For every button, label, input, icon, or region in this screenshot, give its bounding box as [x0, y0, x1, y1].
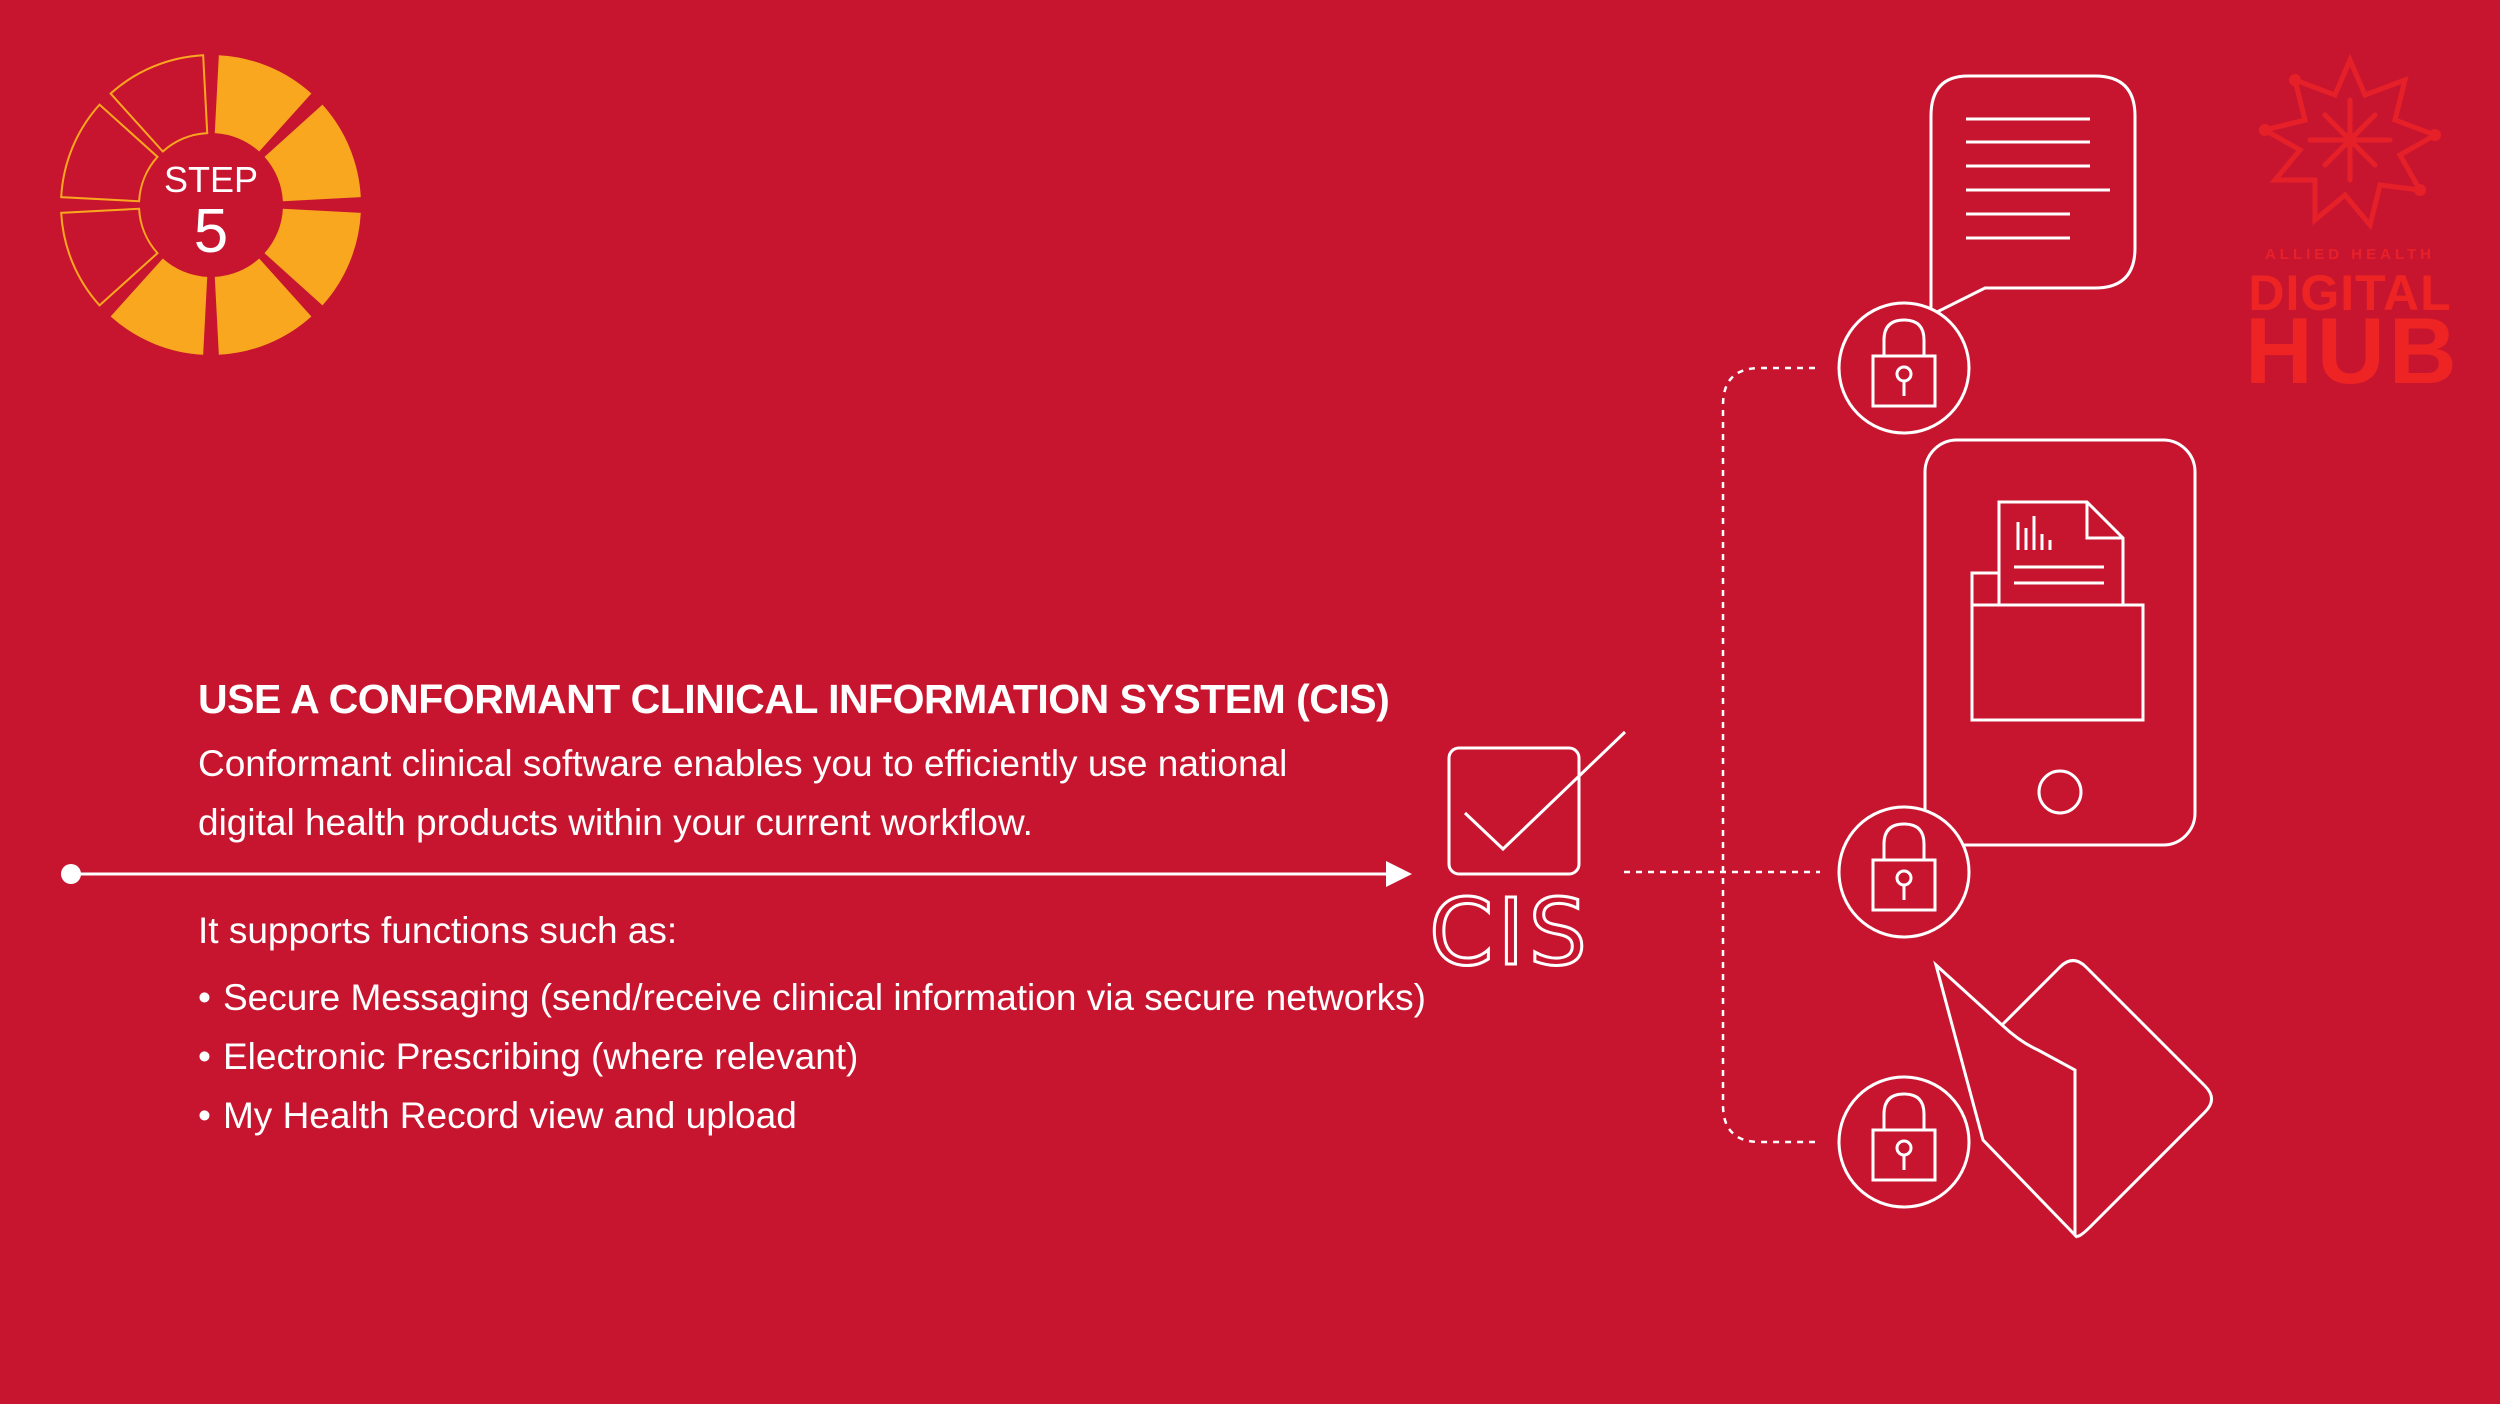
checkbox-icon — [1447, 730, 1627, 876]
list-item: My Health Record view and upload — [198, 1086, 1426, 1145]
list-item: Electronic Prescribing (where relevant) — [198, 1027, 1426, 1086]
step-wheel-icon: STEP 5 — [60, 54, 361, 355]
wheel-segment — [110, 258, 208, 355]
chat-bubble-icon — [1929, 74, 2137, 318]
padlock-icon — [1837, 1075, 1971, 1209]
wheel-segment — [264, 208, 361, 306]
logo-line-3: HUB — [2245, 298, 2461, 403]
intro-line-2: digital health products within your curr… — [198, 802, 1033, 843]
tablet-icon — [1923, 438, 2197, 847]
step-label: STEP — [164, 159, 258, 200]
logo-line-1: ALLIED HEALTH — [2264, 246, 2436, 263]
functions-list: Secure Messaging (send/receive clinical … — [198, 968, 1426, 1145]
arrow-connector — [61, 861, 1412, 887]
cards-icon — [1933, 959, 2213, 1239]
brand-logo: ALLIED HEALTH DIGITAL HUB — [2245, 40, 2461, 403]
cis-label: CIS — [1429, 879, 1591, 986]
wheel-segment — [60, 207, 159, 307]
wheel-segment — [214, 55, 312, 152]
document-folder-icon — [1970, 500, 2145, 722]
logo-emblem-icon — [2258, 53, 2441, 231]
dotted-connectors — [1624, 366, 1820, 1144]
padlock-icon — [1837, 301, 1971, 435]
intro-line-1: Conformant clinical software enables you… — [198, 743, 1288, 784]
wheel-segment — [60, 103, 159, 203]
intro-text: Conformant clinical software enables you… — [198, 734, 1398, 852]
logo-line-2: DIGITAL — [2248, 265, 2452, 321]
list-item: Secure Messaging (send/receive clinical … — [198, 968, 1426, 1027]
wheel-segment — [264, 104, 361, 202]
padlock-icon — [1837, 805, 1971, 939]
wheel-segment — [214, 258, 312, 355]
step-number: 5 — [194, 197, 228, 266]
supports-text: It supports functions such as: — [198, 910, 678, 951]
page-title: USE A CONFORMANT CLINICAL INFORMATION SY… — [198, 676, 1390, 722]
wheel-segment — [109, 54, 209, 153]
